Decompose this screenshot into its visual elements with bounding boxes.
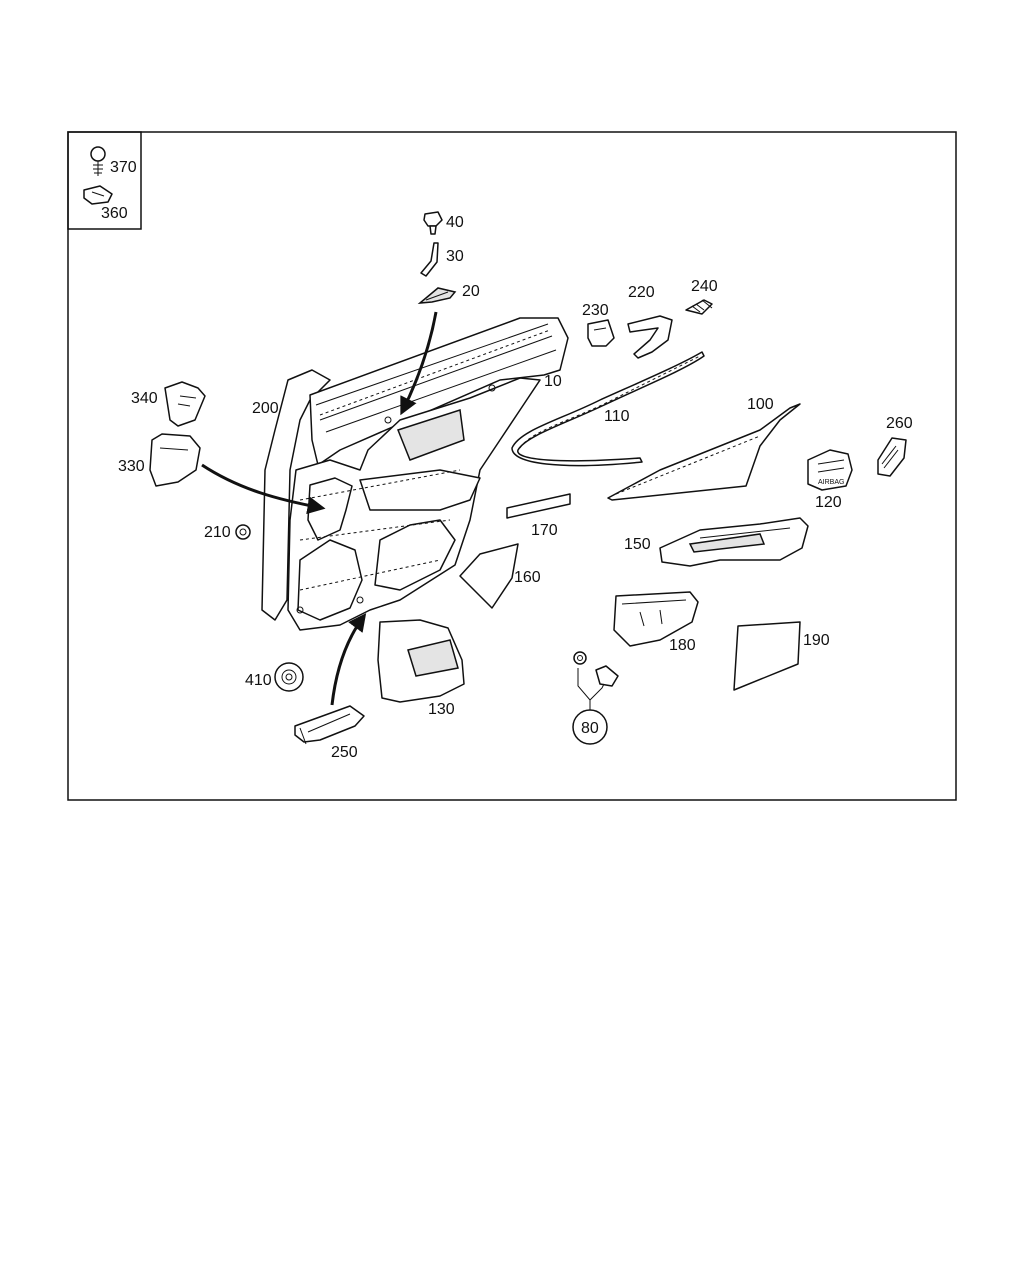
weatherstrip-110 bbox=[511, 351, 705, 467]
speaker-cover-130 bbox=[377, 619, 465, 703]
screw-240 bbox=[685, 299, 713, 315]
panel-190 bbox=[733, 621, 801, 691]
panel-160 bbox=[459, 543, 519, 609]
label-160: 160 bbox=[514, 569, 541, 586]
label-410: 410 bbox=[245, 672, 272, 689]
cap-40 bbox=[423, 211, 443, 235]
clip-230 bbox=[587, 319, 615, 347]
label-100: 100 bbox=[747, 396, 774, 413]
label-130: 130 bbox=[428, 701, 455, 718]
label-200: 200 bbox=[252, 400, 279, 417]
handle-20 bbox=[417, 287, 457, 304]
label-80: 80 bbox=[581, 720, 599, 737]
foil-100 bbox=[607, 403, 801, 501]
label-110: 110 bbox=[604, 408, 630, 425]
rod-30 bbox=[420, 242, 439, 277]
label-180: 180 bbox=[669, 637, 696, 654]
label-220: 220 bbox=[628, 284, 655, 301]
plug-410 bbox=[274, 662, 304, 692]
airbag-text: AIRBAG bbox=[818, 479, 844, 486]
label-40: 40 bbox=[446, 214, 464, 231]
pocket-180 bbox=[613, 591, 699, 647]
label-170: 170 bbox=[531, 522, 558, 539]
label-210: 210 bbox=[204, 524, 231, 541]
callout-circle-80 bbox=[572, 709, 608, 745]
label-330: 330 bbox=[118, 458, 145, 475]
label-150: 150 bbox=[624, 536, 651, 553]
door-panel-200 bbox=[261, 317, 569, 621]
label-10: 10 bbox=[544, 373, 562, 390]
cover-340 bbox=[164, 381, 206, 427]
arrow-250-to-door bbox=[330, 613, 367, 706]
label-120: 120 bbox=[815, 494, 842, 511]
trim-220 bbox=[627, 315, 673, 359]
label-260: 260 bbox=[886, 415, 913, 432]
label-340: 340 bbox=[131, 390, 158, 407]
switch-260 bbox=[877, 437, 907, 477]
arrow-20-to-door bbox=[400, 311, 438, 416]
armrest-150 bbox=[659, 517, 809, 567]
fasteners-80 bbox=[572, 651, 619, 745]
arrow-330-to-door bbox=[201, 463, 326, 515]
label-240: 240 bbox=[691, 278, 718, 295]
airbag-badge-120: AIRBAG bbox=[807, 449, 853, 491]
label-230: 230 bbox=[582, 302, 609, 319]
label-360: 360 bbox=[101, 205, 128, 222]
diagram-frame bbox=[67, 131, 957, 801]
label-190: 190 bbox=[803, 632, 830, 649]
clip-360 bbox=[83, 185, 113, 205]
label-30: 30 bbox=[446, 248, 464, 265]
grommet-210 bbox=[235, 524, 251, 540]
inset-box bbox=[67, 131, 142, 230]
strip-170 bbox=[506, 493, 571, 519]
label-20: 20 bbox=[462, 283, 480, 300]
cover-330 bbox=[149, 433, 201, 487]
screw-370 bbox=[90, 146, 106, 176]
door-inner-frame-10 bbox=[287, 377, 541, 631]
label-370: 370 bbox=[110, 159, 137, 176]
label-250: 250 bbox=[331, 744, 358, 761]
bracket-250 bbox=[294, 705, 365, 745]
